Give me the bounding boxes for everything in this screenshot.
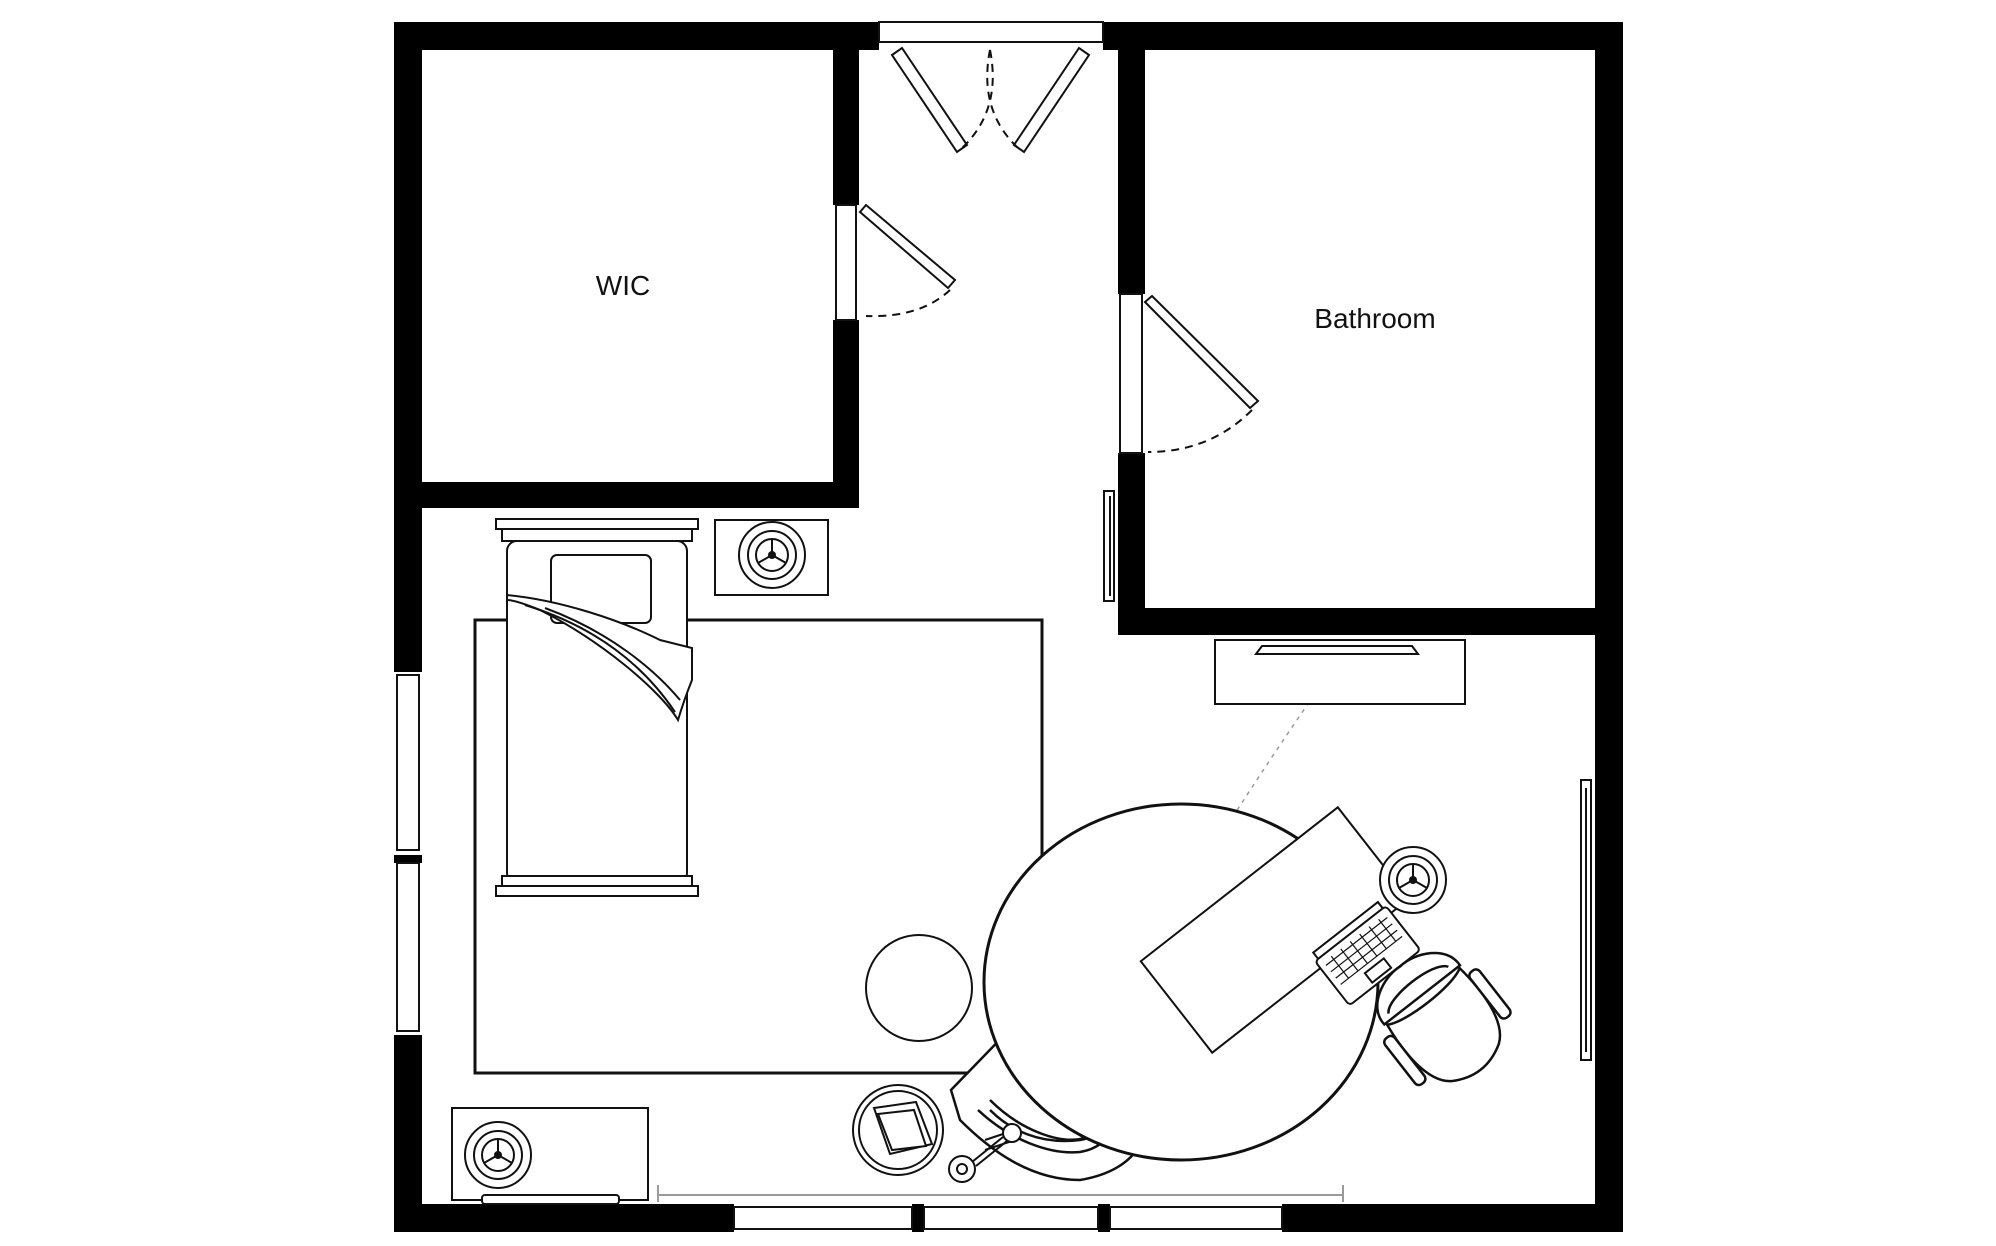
side-table: [852, 1084, 944, 1176]
bath-left-wall-bottom: [1118, 453, 1145, 635]
top-wall-left: [394, 22, 879, 50]
office-chair-icon: [1376, 951, 1512, 1087]
bottom-wall-left: [394, 1204, 734, 1232]
window-left-1: [396, 674, 420, 851]
lamp-icon: [738, 521, 806, 589]
window-bottom-3: [1109, 1206, 1283, 1230]
bath-left-wall-top: [1118, 22, 1145, 294]
wic-right-wall-top: [833, 22, 859, 205]
window-top: [878, 21, 1104, 43]
window-bottom-2: [923, 1206, 1099, 1230]
tray: [481, 1194, 620, 1205]
window-bottom-1: [733, 1206, 913, 1230]
bottom-wall-right: [1282, 1204, 1623, 1232]
wic-label: WIC: [596, 270, 650, 301]
bed-icon: [495, 518, 699, 897]
wall-art-left: [1103, 490, 1115, 602]
bottom-wall-m2: [1098, 1204, 1110, 1232]
bottom-wall-m1: [912, 1204, 924, 1232]
walls: [394, 22, 1623, 1232]
entry-double-door: [890, 46, 1091, 154]
wall-art-right: [1580, 779, 1592, 1061]
lamp-icon-desk: [1379, 846, 1447, 914]
ottoman: [865, 934, 973, 1042]
guitar-icon: [948, 1123, 1022, 1183]
bathroom-label: Bathroom: [1314, 303, 1435, 334]
bath-bottom-wall: [1118, 608, 1623, 635]
lamp-icon-bottom: [464, 1121, 532, 1189]
wic-door: [835, 203, 957, 321]
left-wall-upper: [394, 22, 422, 672]
bathroom-door: [1119, 293, 1260, 454]
laptop-icon: [1311, 900, 1420, 1005]
left-wall-lower: [394, 1035, 422, 1232]
top-wall-right: [1103, 22, 1623, 50]
tv-icon: [1214, 639, 1466, 705]
desk: [1139, 805, 1447, 1055]
wic-bottom-wall: [394, 482, 859, 508]
left-wall-middle: [394, 855, 422, 863]
window-left-2: [396, 862, 420, 1032]
wic-right-wall-bottom: [833, 320, 859, 508]
windows: [396, 21, 1283, 1230]
